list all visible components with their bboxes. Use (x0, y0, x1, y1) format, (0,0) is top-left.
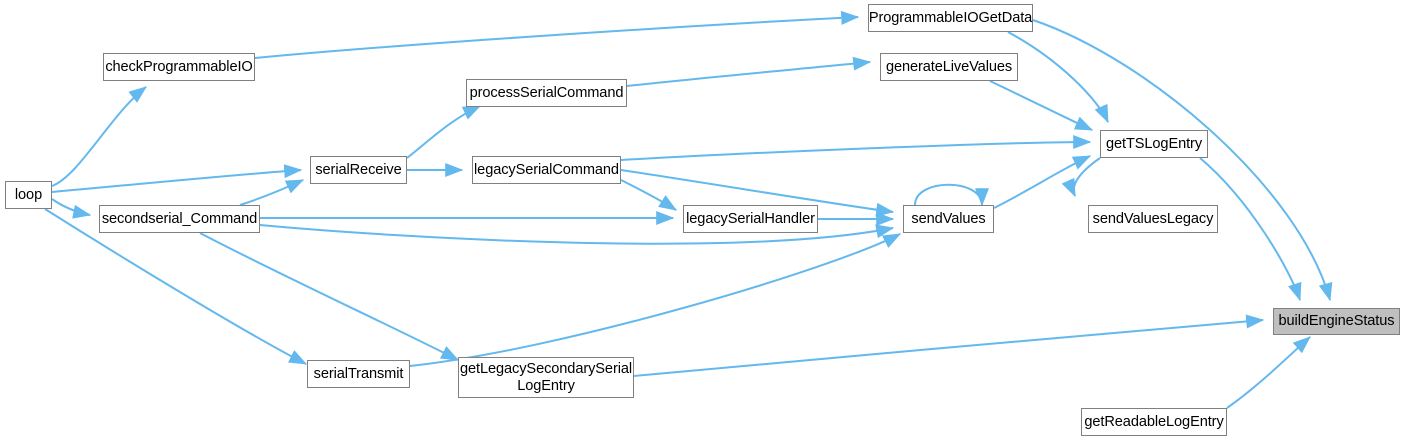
node-label: legacySerialCommand (474, 161, 619, 178)
node-legacySerialHandler[interactable]: legacySerialHandler (683, 205, 818, 233)
edge-getReadableLogEntry-to-buildEngineStatus (1226, 336, 1311, 409)
edge-generateLiveValues-to-getTSLogEntry (989, 80, 1094, 131)
node-label: checkProgrammableIO (105, 58, 253, 75)
edge-secondserial_Command-to-serialReceive (239, 179, 305, 206)
node-serialReceive[interactable]: serialReceive (310, 156, 407, 184)
node-label: getReadableLogEntry (1084, 413, 1224, 430)
edge-sendValues-to-getTSLogEntry (993, 155, 1092, 209)
node-label: processSerialCommand (469, 84, 624, 101)
node-label: buildEngineStatus (1278, 313, 1395, 330)
edge-serialTransmit-to-sendValues (409, 233, 902, 367)
node-label: getLegacySecondarySerial LogEntry (459, 361, 633, 394)
node-serialTransmit[interactable]: serialTransmit (307, 360, 410, 388)
node-ProgrammableIOGetData[interactable]: ProgrammableIOGetData (868, 4, 1033, 32)
edge-serialReceive-to-processSerialCommand (406, 105, 482, 159)
edge-loop-to-secondserial_Command (51, 198, 92, 219)
node-label: loop (14, 186, 43, 203)
node-buildEngineStatus[interactable]: buildEngineStatus (1273, 308, 1400, 335)
node-label: ProgrammableIOGetData (868, 9, 1033, 26)
edge-legacySerialCommand-to-getTSLogEntry (620, 135, 1092, 161)
node-label: getTSLogEntry (1105, 135, 1203, 152)
edge-getTSLogEntry-to-sendValuesLegacy (1061, 157, 1101, 198)
node-label: generateLiveValues (885, 58, 1013, 75)
node-label: serialReceive (315, 161, 402, 178)
node-getTSLogEntry[interactable]: getTSLogEntry (1100, 130, 1208, 158)
node-generateLiveValues[interactable]: generateLiveValues (880, 53, 1018, 81)
edge-loop-to-checkProgrammableIO (51, 86, 147, 187)
node-getReadableLogEntry[interactable]: getReadableLogEntry (1081, 408, 1227, 436)
node-legacySerialCommand[interactable]: legacySerialCommand (472, 156, 621, 184)
node-sendValuesLegacy[interactable]: sendValuesLegacy (1088, 205, 1218, 233)
edge-sendValues-to-sendValues (914, 183, 989, 207)
edge-secondserial_Command-to-getLegacySecondarySerialLogEntry (199, 232, 460, 361)
node-sendValues[interactable]: sendValues (903, 205, 994, 233)
edge-loop-to-serialReceive (51, 164, 303, 193)
edge-processSerialCommand-to-generateLiveValues (626, 56, 872, 87)
node-label: sendValuesLegacy (1092, 210, 1214, 227)
edge-ProgrammableIOGetData-to-getTSLogEntry (1007, 31, 1109, 124)
node-label: serialTransmit (313, 365, 404, 382)
edge-ProgrammableIOGetData-to-buildEngineStatus (1032, 19, 1333, 302)
node-processSerialCommand[interactable]: processSerialCommand (466, 79, 627, 107)
node-label: secondserial_Command (101, 210, 258, 227)
node-checkProgrammableIO[interactable]: checkProgrammableIO (103, 53, 255, 81)
edge-legacySerialCommand-to-legacySerialHandler (620, 179, 678, 211)
node-label: legacySerialHandler (686, 210, 815, 227)
edge-getLegacySecondarySerialLogEntry-to-buildEngineStatus (633, 314, 1265, 377)
node-loop[interactable]: loop (5, 181, 52, 209)
node-getLegacySecondarySerialLogEntry[interactable]: getLegacySecondarySerial LogEntry (458, 357, 634, 398)
node-secondserial_Command[interactable]: secondserial_Command (99, 205, 260, 233)
edge-checkProgrammableIO-to-ProgrammableIOGetData (254, 10, 860, 59)
node-label: sendValues (911, 210, 986, 227)
